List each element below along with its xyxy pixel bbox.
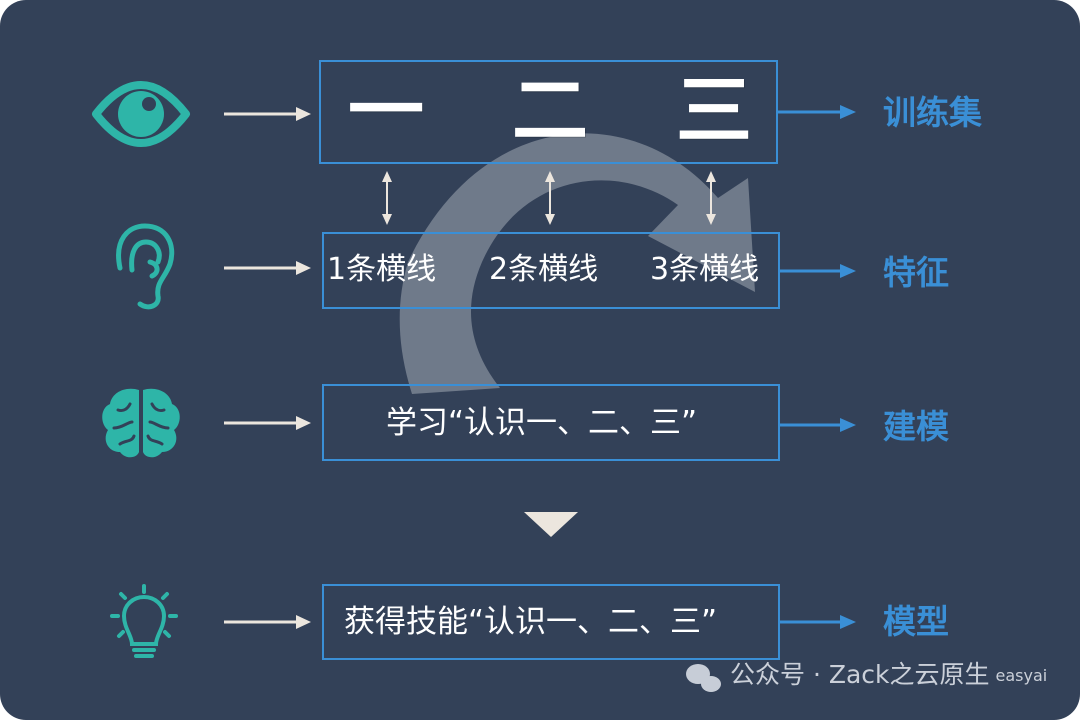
ear-icon [116,223,175,310]
cycle-arrow-tail [399,262,500,394]
output-arrows [778,105,856,629]
modeling-box [322,384,780,461]
feature-item: 3条横线 [650,252,760,287]
model-box [322,584,780,660]
input-arrow-row3 [224,416,311,430]
watermark-text: 公众号 · Zack之云原生 [730,660,990,689]
watermark: 公众号 · Zack之云原生 easyai [682,662,1047,687]
output-arrow-row1 [778,105,856,119]
double-arrows [382,171,716,225]
char-three: 三 [676,66,752,155]
wechat-icon [686,664,721,692]
input-arrow-row5 [224,615,311,629]
features-label: 特征 [883,253,949,292]
double-arrow-3 [706,171,716,225]
lightbulb-icon [110,584,178,658]
char-one: 一 [348,66,424,155]
feature-item: 2条横线 [489,252,599,287]
modeling-label: 建模 [883,407,949,446]
brain-icon [102,388,180,458]
double-arrow-1 [382,171,392,225]
input-arrow-row1 [224,107,311,121]
modeling-text: 学习“认识一、二、三” [386,405,698,441]
input-arrows [224,107,311,629]
output-arrow-row3 [780,418,856,432]
watermark-badge: easyai [995,666,1048,685]
training-set-box [319,60,778,164]
cycle-arrow-top [408,133,755,292]
model-label: 模型 [883,602,949,641]
down-arrow [524,512,578,537]
char-two: 二 [512,66,588,155]
feature-item: 1条横线 [327,252,437,287]
cycle-arrow [399,133,755,394]
features-box [322,232,780,309]
double-arrow-2 [545,171,555,225]
output-arrow-row5 [780,615,856,629]
model-text: 获得技能“认识一、二、三” [344,604,718,640]
output-arrow-row2 [780,264,856,278]
training-set-label: 训练集 [883,93,982,132]
input-arrow-row2 [224,261,311,275]
eye-icon [92,81,190,147]
